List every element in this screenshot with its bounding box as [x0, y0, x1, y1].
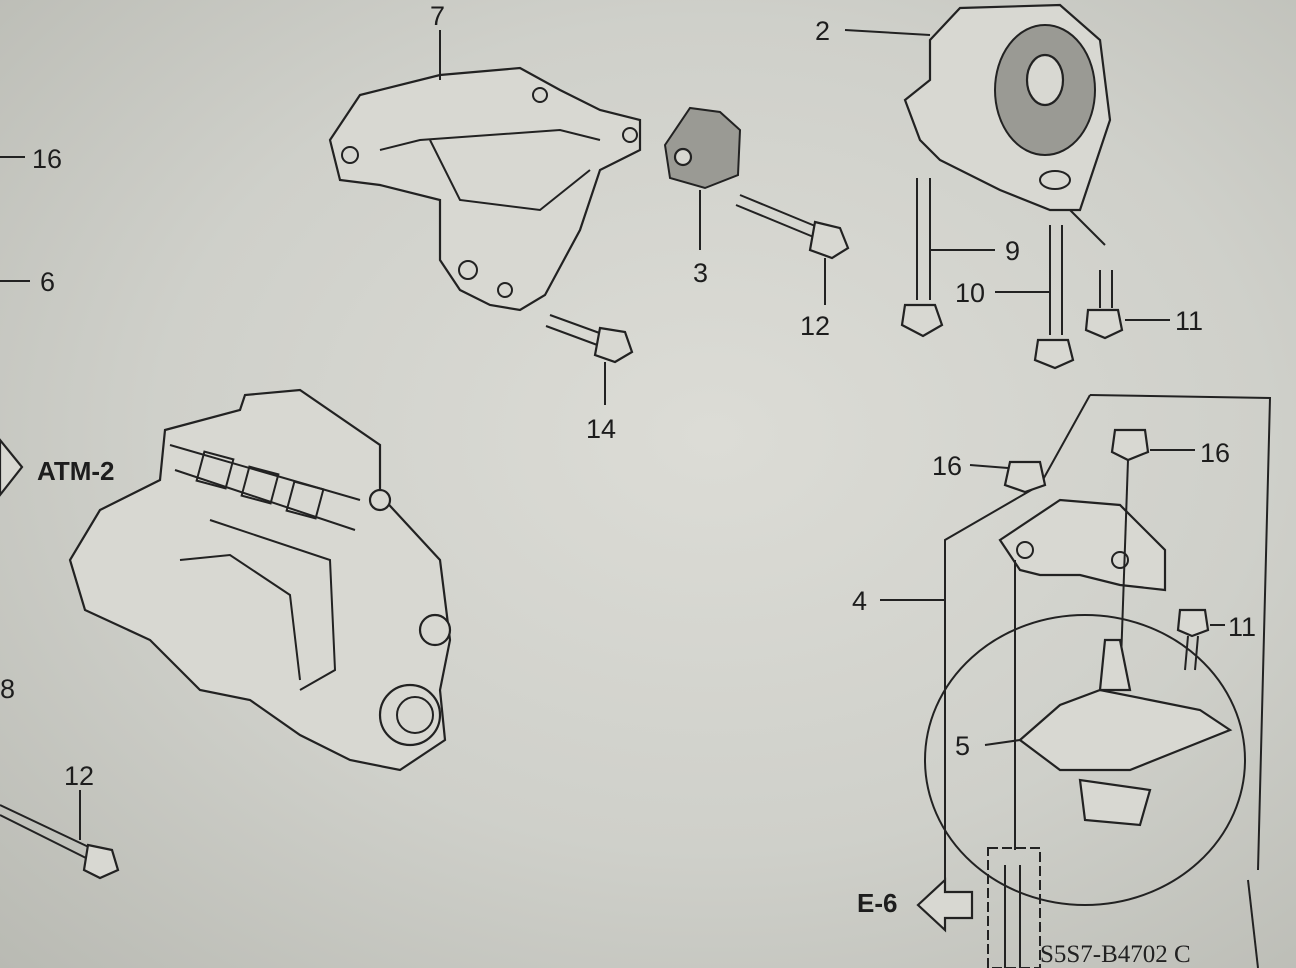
bolt-part-11: [1084, 270, 1124, 340]
nut-part-16-left: [1003, 460, 1047, 494]
stud-bolt: [1004, 865, 1021, 968]
callout-4: 4: [852, 586, 867, 616]
callout-2: 2: [815, 16, 830, 46]
callout-14: 14: [586, 414, 616, 444]
callout-9: 9: [1005, 236, 1020, 266]
callout-5: 5: [955, 731, 970, 761]
bolt-part-10: [1033, 225, 1075, 370]
callout-7: 7: [430, 1, 445, 31]
arrow-left-e6-icon: [916, 877, 974, 933]
callout-12: 12: [800, 311, 830, 341]
nut-part-16-right: [1110, 428, 1150, 462]
callout-16-left: 16: [932, 451, 962, 481]
diagram-code: S5S7-B4702 C: [1040, 941, 1191, 968]
bolt-part-11-lower: [1176, 608, 1210, 671]
bolt-part-14: [545, 314, 634, 364]
callout-6: 6: [40, 267, 55, 297]
stud-detail-box: [987, 847, 1041, 968]
callout-11: 11: [1175, 306, 1203, 336]
side-mount-part-2: [903, 3, 1112, 212]
callout-16-right: 16: [1200, 438, 1230, 468]
engine-block: [68, 388, 452, 772]
bracket-part-7: [328, 66, 642, 312]
rear-bracket-part-4: [998, 498, 1167, 592]
frame-line: [1089, 394, 1272, 871]
bolt-part-12: [735, 194, 850, 260]
callout-11-lower: 11: [1228, 612, 1256, 642]
callout-8: 8: [0, 674, 15, 704]
callout-3: 3: [693, 258, 708, 288]
bolt-part-9: [900, 178, 944, 338]
detail-circle: [924, 614, 1246, 906]
rear-mount-part-5: [1018, 638, 1233, 827]
callout-10: 10: [955, 278, 985, 308]
bolt-part-12-lower: [0, 804, 120, 880]
arrow-left-ref-icon: [0, 438, 24, 497]
callout-12-lower: 12: [64, 761, 94, 791]
callout-16: 16: [32, 144, 62, 174]
reference-atm-2: ATM-2: [37, 456, 115, 486]
reference-e-6: E-6: [857, 888, 897, 918]
bracket-part-3: [663, 106, 742, 190]
